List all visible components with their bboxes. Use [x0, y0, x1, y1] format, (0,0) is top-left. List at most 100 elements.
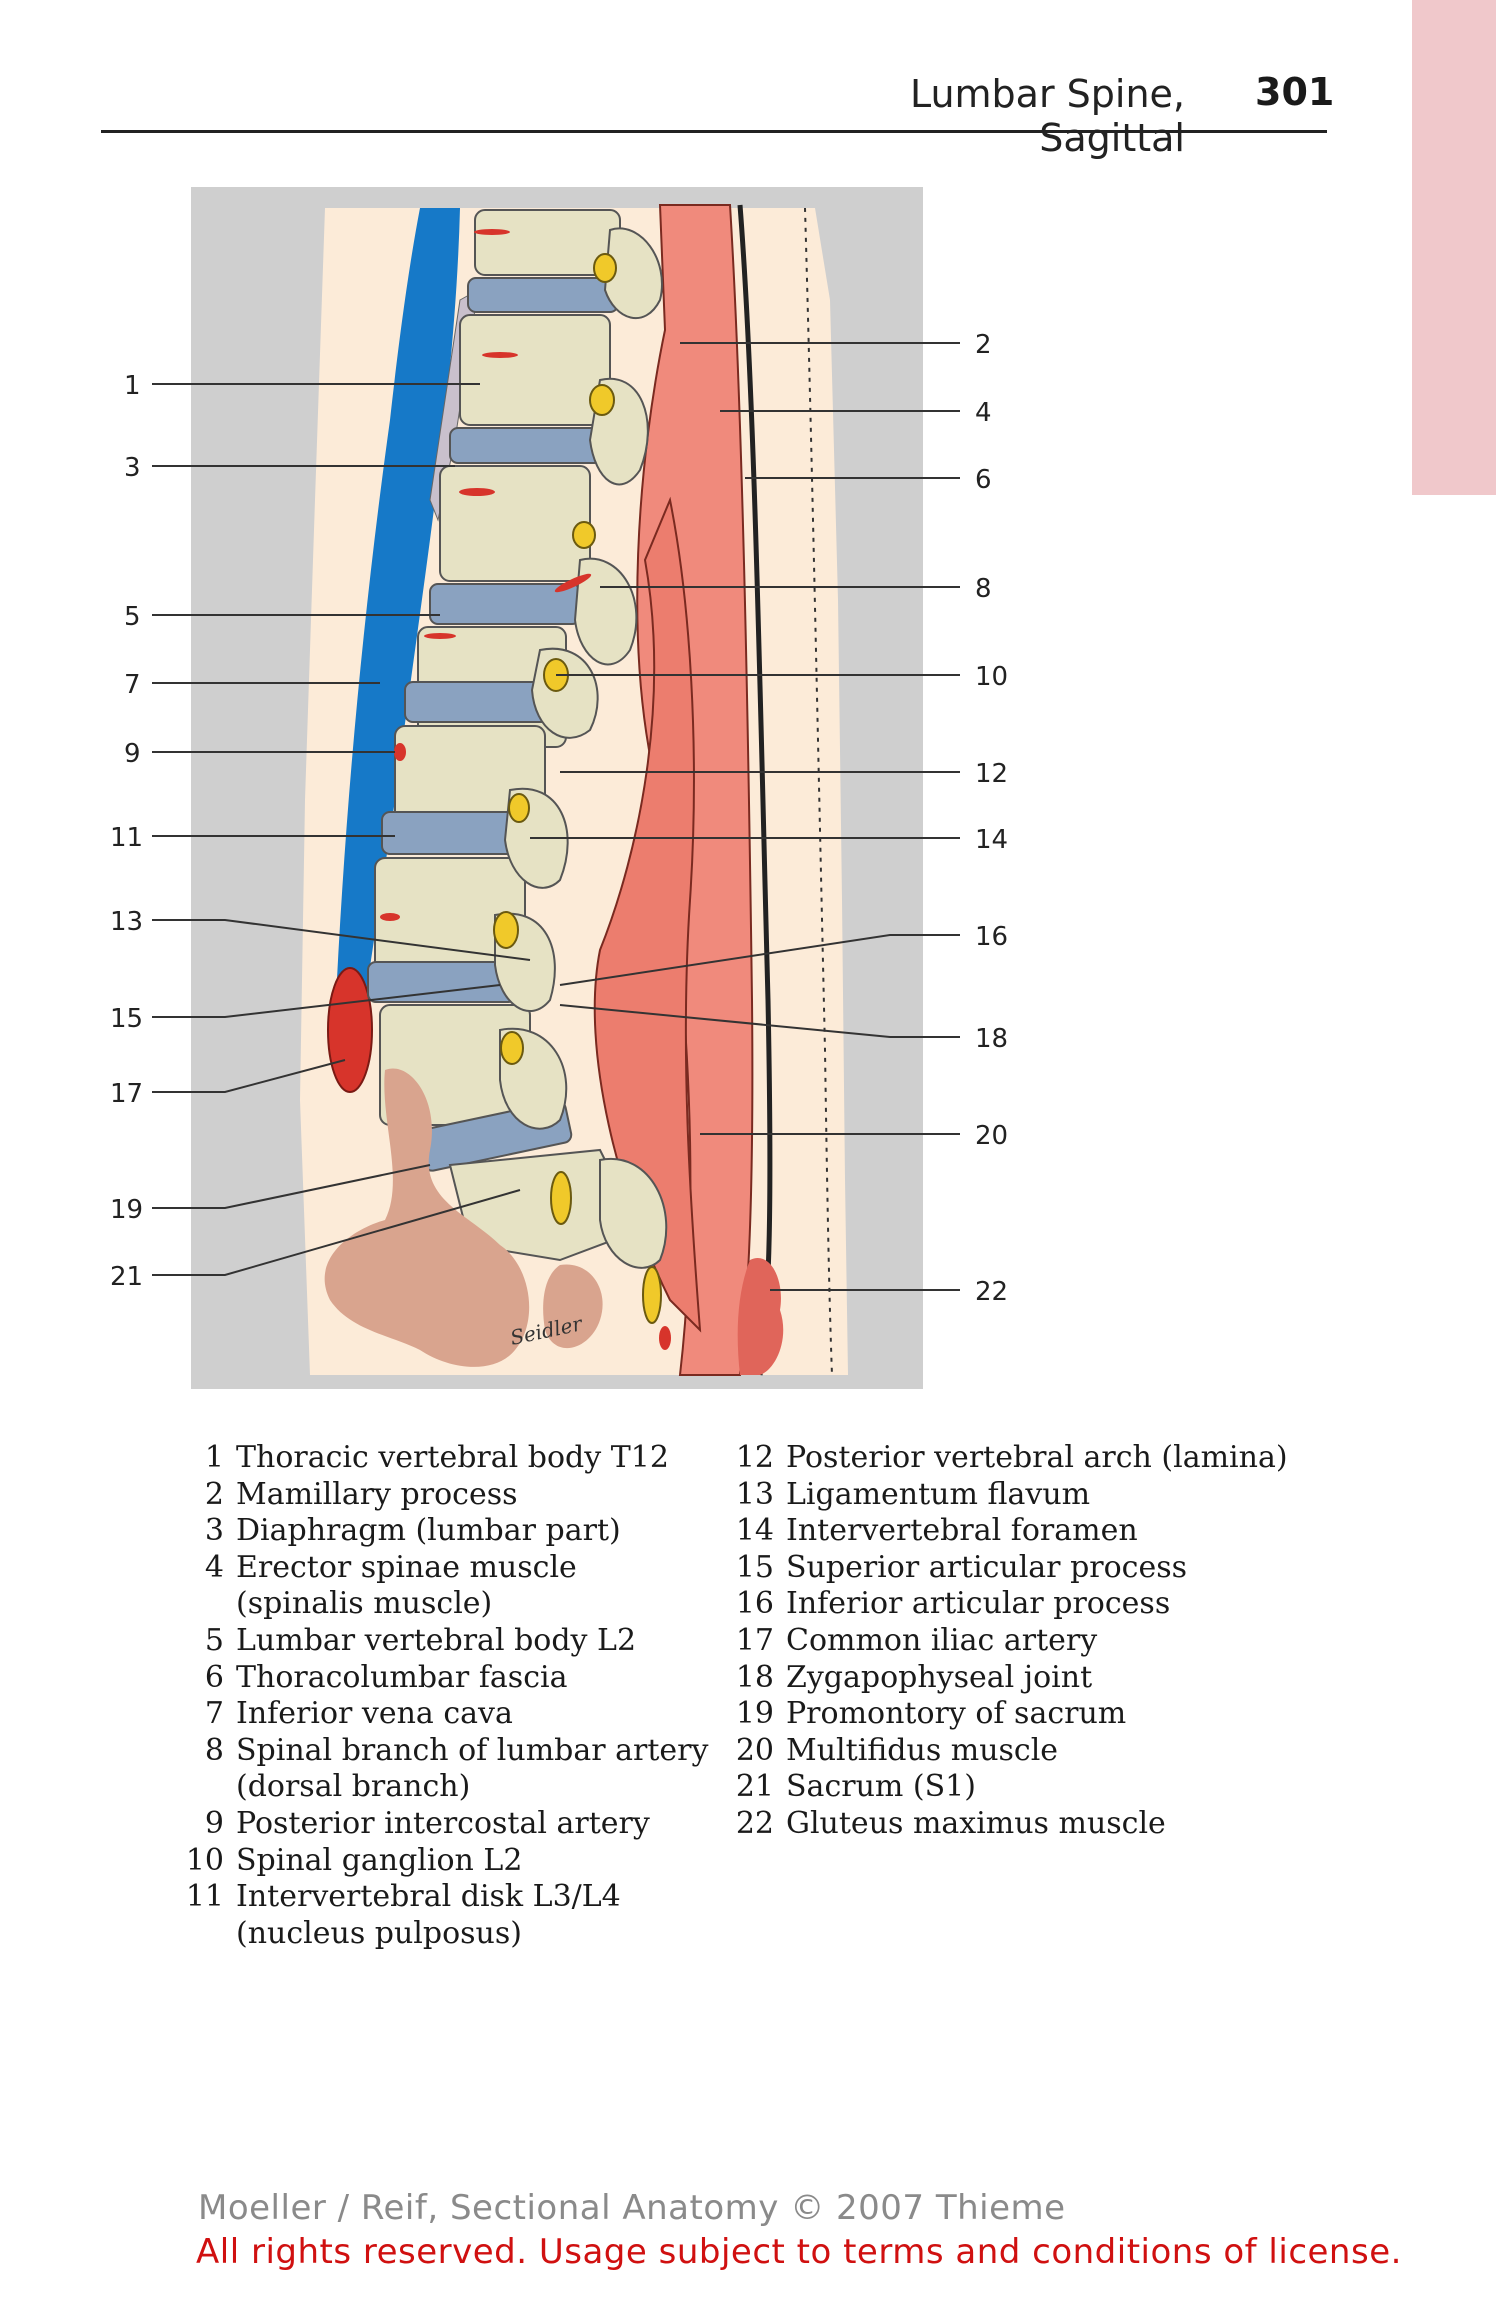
- legend-number: 15: [735, 1549, 774, 1585]
- ganglion-2: [589, 384, 615, 416]
- legend-number: 21: [735, 1769, 774, 1805]
- lumbar-artery: [554, 573, 592, 593]
- page-title: Lumbar Spine, Sagittal: [909, 72, 1185, 160]
- legend-text: (spinalis muscle): [236, 1586, 493, 1622]
- legend-text: Gluteus maximus muscle: [786, 1805, 1166, 1841]
- legend-number: 10: [185, 1842, 224, 1878]
- legend-number: 13: [735, 1476, 774, 1512]
- legend-number: 2: [204, 1476, 224, 1512]
- label-19: 19: [110, 1195, 143, 1225]
- spinal-ganglia: [493, 253, 662, 1324]
- legend-text: Zygapophyseal joint: [786, 1659, 1093, 1695]
- artery-f: [659, 1326, 671, 1350]
- disk-1: [467, 277, 619, 313]
- legend-entry: 8 Spinal branch of lumbar artery: [170, 1733, 710, 1770]
- legend-number: [170, 1769, 236, 1806]
- vertebra-t12: [459, 314, 611, 426]
- posterior-arch-3: [573, 557, 638, 666]
- vertebral-column: [367, 209, 642, 1262]
- legend-number: 8: [204, 1732, 224, 1768]
- legend-number: 11: [185, 1879, 224, 1915]
- legend-number: 7: [204, 1696, 224, 1732]
- legend-text: Diaphragm (lumbar part): [236, 1513, 621, 1549]
- disk-2: [449, 427, 603, 464]
- artery-e: [380, 913, 400, 921]
- artery-c: [459, 488, 495, 496]
- artery-d: [424, 633, 456, 639]
- sacral-soft-tissue-2: [543, 1264, 603, 1349]
- legend-number: 14: [735, 1513, 774, 1549]
- label-11: 11: [110, 823, 143, 853]
- legend-text: (nucleus pulposus): [236, 1915, 522, 1951]
- artery-a: [474, 229, 510, 235]
- leader-lines-right: [530, 342, 960, 1291]
- legend-text: Superior articular process: [786, 1549, 1188, 1585]
- legend-text: Sacrum (S1): [786, 1769, 976, 1805]
- gluteus-maximus-muscle: [737, 1258, 784, 1375]
- legend-number: 3: [204, 1513, 224, 1549]
- legend-number: 12: [735, 1440, 774, 1475]
- label-14: 14: [975, 825, 1008, 855]
- label-15: 15: [110, 1004, 143, 1034]
- legend-number: 19: [735, 1696, 774, 1732]
- legend-text: Spinal ganglion L2: [236, 1842, 523, 1878]
- ganglion-5: [508, 793, 530, 823]
- legend-text: Spinal branch of lumbar artery: [236, 1732, 709, 1768]
- label-22: 22: [975, 1277, 1008, 1307]
- ganglion-9: [642, 1266, 662, 1324]
- legend-entry: 15 Superior articular process: [720, 1550, 1360, 1587]
- legend-number: 6: [204, 1659, 224, 1695]
- legend-text: Common iliac artery: [786, 1622, 1098, 1658]
- label-8: 8: [975, 574, 992, 604]
- ganglion-8: [550, 1171, 572, 1225]
- legend-text: Multifidus muscle: [786, 1732, 1059, 1768]
- label-16: 16: [975, 922, 1008, 952]
- label-6: 6: [975, 465, 992, 495]
- ganglion-7: [500, 1031, 524, 1065]
- label-3: 3: [124, 453, 141, 483]
- legend-text: (dorsal branch): [236, 1769, 471, 1805]
- legend-text: Promontory of sacrum: [786, 1696, 1127, 1732]
- legend-entry: (nucleus pulposus): [170, 1916, 710, 1953]
- leader-lines-left: [152, 383, 531, 1276]
- legend-entry: (dorsal branch): [170, 1769, 710, 1806]
- label-5: 5: [124, 602, 141, 632]
- legend-number: 5: [204, 1622, 224, 1658]
- vertebra-l1: [439, 465, 591, 582]
- legend-number: [170, 1916, 236, 1953]
- chapter-tab: [1412, 0, 1496, 495]
- disk-l4-l5: [367, 961, 517, 1003]
- legend-text: Mamillary process: [236, 1476, 518, 1512]
- label-12: 12: [975, 759, 1008, 789]
- ganglion-1: [593, 253, 617, 283]
- label-9: 9: [124, 739, 141, 769]
- label-18: 18: [975, 1024, 1008, 1054]
- legend-text: Thoracic vertebral body T12: [236, 1440, 669, 1475]
- posterior-arch-8: [599, 1157, 668, 1269]
- license-notice: All rights reserved. Usage subject to te…: [196, 2232, 1402, 2272]
- legend-entry: 2 Mamillary process: [170, 1477, 710, 1514]
- label-20: 20: [975, 1121, 1008, 1151]
- ganglion-3: [572, 521, 596, 549]
- legend-number: 16: [735, 1586, 774, 1622]
- skin-line: [804, 207, 833, 1376]
- legend-text: Posterior intercostal artery: [236, 1805, 650, 1841]
- legend-entry: 10 Spinal ganglion L2: [170, 1843, 710, 1880]
- label-10: 10: [975, 662, 1008, 692]
